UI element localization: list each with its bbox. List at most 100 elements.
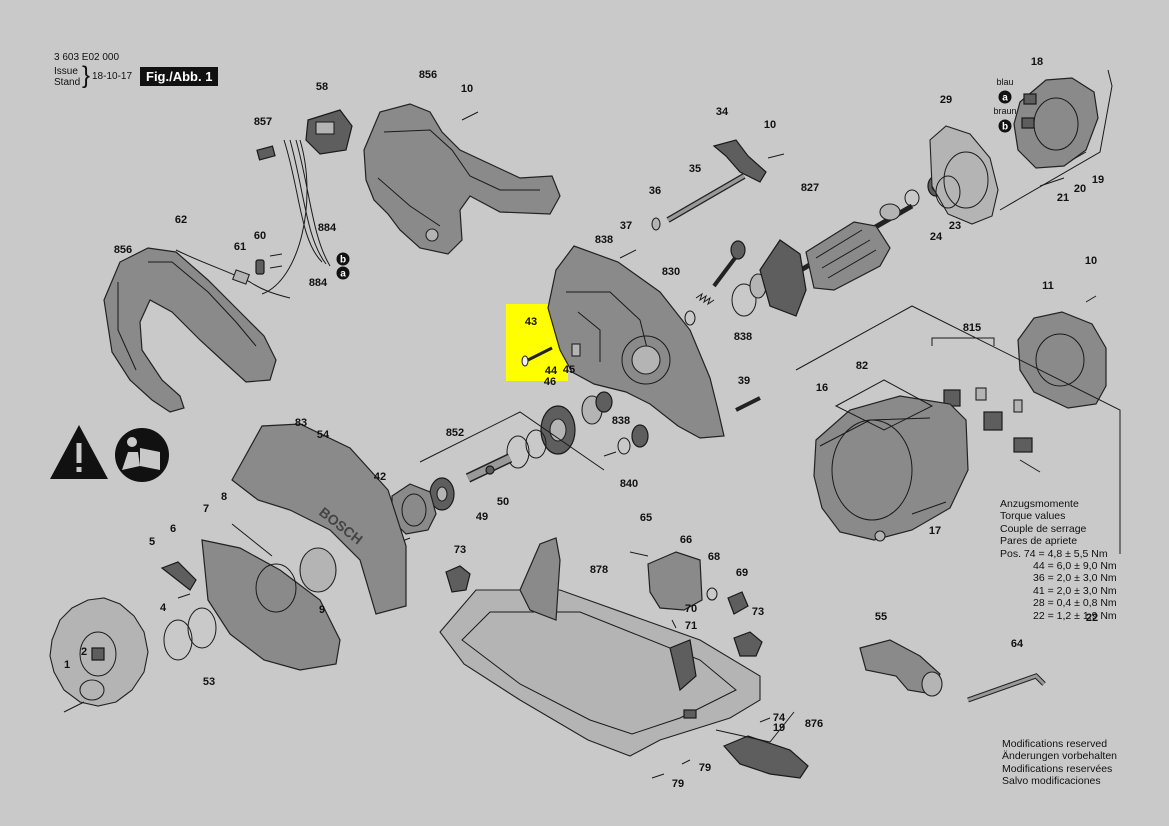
torque-values-table: Anzugsmomente Torque values Couple de se…	[1000, 498, 1117, 622]
part-number-label: 69	[736, 567, 748, 579]
issue-date: 18-10-17	[92, 71, 133, 82]
part-number-label: 37	[620, 220, 632, 232]
part-number-label: 44	[545, 365, 558, 377]
part-number-label: 11	[1042, 280, 1054, 292]
wire-color-label: blau	[996, 77, 1013, 87]
part-number-label: 73	[752, 606, 764, 618]
part-number-label: 878	[590, 564, 608, 576]
part-number-label: 830	[662, 266, 680, 278]
part-number-label: 68	[708, 551, 720, 563]
part-number-label: 65	[640, 512, 652, 524]
part-number-label: 857	[254, 116, 272, 128]
part-number-label: 5	[149, 536, 155, 548]
part-number-label: 50	[497, 496, 509, 508]
torque-row: 28 = 0,4 ± 0,8 Nm	[1033, 597, 1117, 610]
part-number-label: 838	[595, 234, 613, 246]
part-number-label: 8	[221, 491, 227, 503]
wire-marker-letter: a	[340, 269, 346, 280]
part-number-label: 82	[856, 360, 868, 372]
part-number-label: 16	[816, 382, 828, 394]
torque-row: 36 = 2,0 ± 3,0 Nm	[1033, 572, 1117, 585]
wire-marker-badge	[998, 119, 1012, 133]
part-number-label: 856	[114, 244, 132, 256]
part-number-label: 53	[203, 676, 215, 688]
part-number-label: 840	[620, 478, 638, 490]
torque-row: 41 = 2,0 ± 3,0 Nm	[1033, 584, 1117, 597]
part-number-label: 73	[454, 544, 466, 556]
part-number-label: 7	[203, 503, 209, 515]
torque-heading-en: Torque values	[1000, 510, 1066, 523]
modifications-en: Modifications reserved	[1002, 738, 1108, 750]
document-number: 3 603 E02 000	[54, 52, 120, 63]
handle-housing-856-upper	[363, 103, 561, 255]
brace-symbol: }	[82, 62, 91, 89]
motor-housing-11	[1017, 295, 1107, 409]
part-number-label: 10	[461, 83, 473, 95]
torque-heading-es: Pares de apriete	[1000, 535, 1078, 548]
part-number-label: 66	[680, 534, 692, 546]
part-number-label: 21	[1057, 192, 1069, 204]
part-number-label: 838	[734, 331, 752, 343]
part-number-label: 54	[317, 429, 330, 441]
pin-43	[521, 346, 553, 367]
part-number-label: 60	[254, 230, 266, 242]
torque-heading-de: Anzugsmomente	[1000, 498, 1079, 510]
modifications-fr: Modifications reservées	[1002, 762, 1113, 775]
part-number-label: 58	[316, 81, 328, 93]
part-number-label: 6	[170, 523, 176, 535]
wire-marker-badge	[336, 266, 350, 280]
brush-holder-18	[1013, 77, 1099, 169]
part-number-label: 71	[685, 620, 697, 632]
modifications-es: Salvo modificaciones	[1002, 775, 1101, 788]
read-manual-icon	[115, 428, 169, 482]
part-number-label: 827	[801, 182, 819, 194]
stator-16	[813, 395, 969, 542]
part-number-label: 62	[175, 214, 187, 226]
part-number-label: 838	[612, 415, 630, 427]
part-number-label: 29	[940, 94, 952, 106]
part-number-label: 17	[929, 525, 941, 537]
part-number-label: 22	[1086, 612, 1098, 624]
armature-827	[759, 203, 914, 317]
spindle-lock-830	[695, 240, 746, 306]
wire-marker-badge	[336, 252, 350, 266]
modifications-note: Modifications reserved Änderungen vorbeh…	[1002, 738, 1117, 788]
base-plate-878	[439, 537, 761, 757]
blade-guard-54: BOSCH	[231, 423, 407, 615]
part-number-label: 19	[773, 722, 785, 734]
wire-marker-badge	[998, 90, 1012, 104]
part-number-label: 34	[716, 106, 729, 118]
spindle-49	[465, 453, 513, 483]
cable-set	[256, 139, 331, 295]
wire-marker-letter: b	[340, 255, 346, 266]
part-number-label: 64	[1011, 638, 1024, 650]
part-number-label: 23	[949, 220, 961, 232]
stand-label: Stand	[54, 77, 81, 88]
part-number-label: 1	[64, 659, 70, 671]
part-number-label: 20	[1074, 183, 1086, 195]
wire-color-label: braun	[993, 106, 1016, 116]
saw-blade-1	[49, 597, 149, 707]
part-number-label: 70	[685, 603, 697, 615]
part-labels: 1245678910101011161718191920212223242934…	[64, 56, 1104, 790]
part-number-label: 884	[309, 277, 328, 289]
part-number-label: 4	[160, 602, 167, 614]
part-number-label: 79	[699, 762, 711, 774]
part-number-label: 79	[672, 778, 684, 790]
wire-marker-letter: b	[1002, 122, 1008, 133]
part-number-label: 42	[374, 471, 386, 483]
wire-marker-letter: a	[1002, 93, 1008, 104]
part-number-label: 24	[930, 231, 943, 243]
part-number-label: 35	[689, 163, 701, 175]
part-number-label: 815	[963, 322, 981, 334]
part-number-label: 10	[764, 119, 776, 131]
part-number-label: 2	[81, 646, 87, 658]
handle-856-lower	[103, 247, 277, 413]
modifications-de: Änderungen vorbehalten	[1002, 750, 1118, 763]
part-number-label: 74	[773, 712, 786, 724]
torque-row: Pos. 74 = 4,8 ± 5,5 Nm	[1000, 547, 1108, 560]
part-number-label: 9	[319, 604, 325, 616]
part-number-label: 61	[234, 241, 246, 253]
